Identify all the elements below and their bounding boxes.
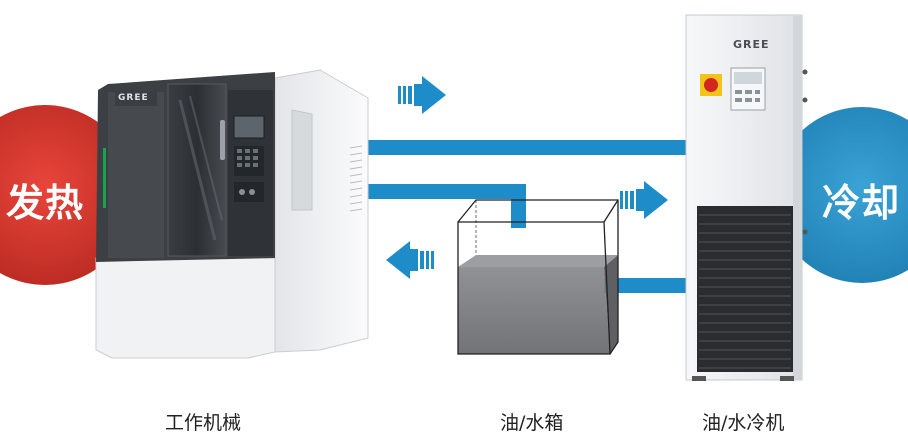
machine-caption: 工作机械 xyxy=(165,412,242,434)
cool-circle xyxy=(774,107,908,283)
oil-water-tank xyxy=(457,199,619,355)
chiller-brand-logo: GREE xyxy=(733,38,770,51)
supply-pipe xyxy=(368,140,688,155)
pipes xyxy=(368,140,690,293)
right-arrow-icon xyxy=(620,181,668,219)
heat-label: 发热 xyxy=(6,181,85,225)
return-pipe xyxy=(368,184,526,199)
left-arrow-icon xyxy=(386,241,434,279)
machine-brand-logo: GREE xyxy=(118,93,149,103)
tank-caption: 油/水箱 xyxy=(500,412,564,434)
oil-water-chiller xyxy=(685,14,808,381)
cool-label: 冷却 xyxy=(822,181,901,225)
emergency-stop-icon xyxy=(700,74,722,96)
tank-to-chiller-pipe xyxy=(604,278,690,293)
right-arrow-icon xyxy=(398,76,446,114)
chiller-caption: 油/水冷机 xyxy=(702,412,785,434)
return-pipe-drop xyxy=(511,184,526,228)
machine-tool xyxy=(95,69,369,359)
chiller-grille xyxy=(697,206,793,372)
control-screen xyxy=(233,115,265,139)
